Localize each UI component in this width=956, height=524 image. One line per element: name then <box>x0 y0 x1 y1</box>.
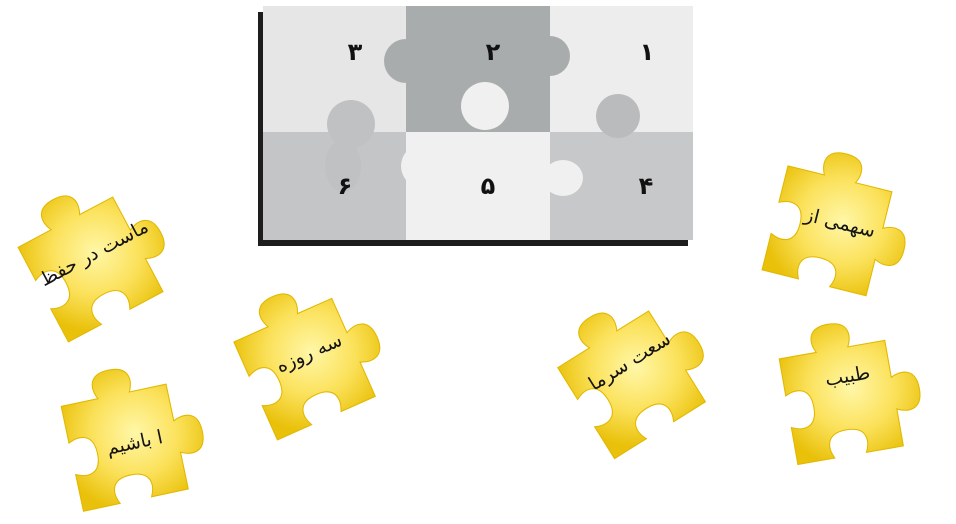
puzzle-board: ۳ ۲ ۱ ۶ ۵ ۴ <box>263 6 693 240</box>
puzzle-piece-3[interactable]: ا باشیم <box>44 346 222 524</box>
slot-number-3: ۳ <box>335 38 375 66</box>
slot-number-2: ۲ <box>473 38 513 66</box>
puzzle-piece-2[interactable]: سه روزه <box>211 256 409 454</box>
slot-number-4: ۴ <box>626 172 666 200</box>
puzzle-piece-1[interactable]: ماست در حفظ <box>0 154 196 357</box>
puzzle-piece-5[interactable]: سعت سرما <box>532 267 739 474</box>
slot-number-1: ۱ <box>627 38 667 66</box>
slot-number-6: ۶ <box>325 172 365 200</box>
puzzle-piece-4[interactable]: سهمی از <box>749 132 931 314</box>
puzzle-piece-6[interactable]: طبیب <box>763 303 937 477</box>
slot-number-5: ۵ <box>468 172 508 200</box>
